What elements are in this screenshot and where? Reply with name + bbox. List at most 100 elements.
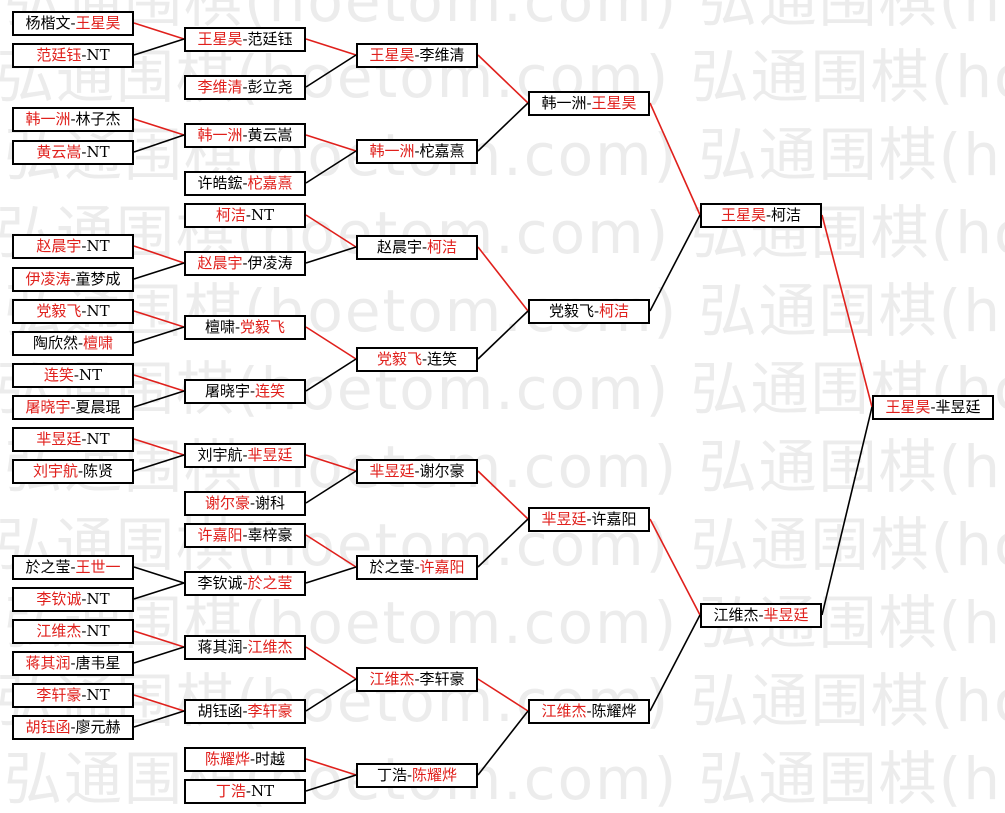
player-name: 夏晨琨 [75, 397, 121, 416]
match-box-r1: 韩一洲-林子杰 [12, 106, 134, 132]
match-box-r1: 於之莹-王世一 [12, 554, 134, 580]
player-name: 李钦诚 [197, 573, 243, 592]
bracket-connector [305, 566, 357, 584]
match-box-r4: 江维杰-陈耀烨 [528, 698, 650, 724]
match-box-r3: 赵晨宇-柯洁 [356, 234, 478, 260]
match-box-r5: 江维杰-芈昱廷 [700, 602, 822, 628]
player-name: 连笑 [255, 381, 286, 400]
separator: - [249, 493, 256, 512]
player-name: 王星昊 [369, 45, 415, 64]
match-box-r2: 李钦诚-於之莹 [184, 570, 306, 596]
bracket-connector [133, 566, 185, 584]
player-name: NT [86, 236, 110, 255]
player-name: NT [86, 685, 110, 704]
separator: - [245, 781, 251, 800]
player-name: 黄云嵩 [36, 142, 82, 161]
player-name: NT [86, 429, 110, 448]
player-name: 廖元赫 [75, 717, 121, 736]
match-box-r4: 芈昱廷-许嘉阳 [528, 506, 650, 532]
separator: - [249, 381, 256, 400]
separator: - [249, 749, 256, 768]
match-box-r1: 范廷钰-NT [12, 42, 134, 68]
player-name: 党毅飞 [376, 349, 422, 368]
separator: - [70, 717, 76, 736]
bracket-connector [305, 358, 357, 392]
player-name: 柁嘉熹 [247, 173, 293, 192]
match-box-r3: 於之莹-许嘉阳 [356, 554, 478, 580]
player-name: 王星昊 [720, 205, 766, 224]
bracket-connector [821, 406, 873, 616]
bracket-connector [305, 214, 357, 248]
match-box-r1: 江维杰-NT [12, 618, 134, 644]
player-name: 芈昱廷 [247, 445, 293, 464]
player-name: 党毅飞 [548, 301, 594, 320]
match-box-r6: 王星昊-芈昱廷 [872, 394, 994, 420]
separator: - [81, 589, 87, 608]
player-name: 李维清 [197, 77, 243, 96]
player-name: 韩一洲 [369, 141, 415, 160]
separator: - [586, 509, 592, 528]
player-name: 陈耀烨 [591, 701, 637, 720]
bracket-connector [133, 630, 185, 648]
separator: - [758, 605, 764, 624]
player-name: 蒋其润 [25, 653, 71, 672]
match-box-r1: 屠晓宇-夏晨琨 [12, 394, 134, 420]
player-name: 许嘉阳 [591, 509, 637, 528]
bracket-connector [133, 22, 185, 40]
match-box-r1: 党毅飞-NT [12, 298, 134, 324]
separator: - [70, 557, 76, 576]
bracket-connector [133, 390, 185, 408]
player-name: 李轩豪 [247, 701, 293, 720]
player-name: 黄云嵩 [247, 125, 293, 144]
player-name: 李轩豪 [36, 685, 82, 704]
bracket-connector [133, 694, 185, 712]
bracket-connector [477, 54, 529, 104]
player-name: 党毅飞 [36, 301, 82, 320]
player-name: 江维杰 [247, 637, 293, 656]
separator: - [414, 557, 420, 576]
player-name: 於之莹 [247, 573, 293, 592]
player-name: NT [250, 781, 275, 800]
separator: - [242, 77, 248, 96]
separator: - [242, 445, 248, 464]
player-name: 王星昊 [885, 397, 931, 416]
match-box-r2: 丁浩-NT [184, 778, 306, 804]
player-name: 柯洁 [215, 205, 246, 224]
bracket-connector [133, 310, 185, 328]
player-name: 陈耀烨 [204, 749, 250, 768]
player-name: 范廷钰 [247, 29, 293, 48]
match-box-r3: 王星昊-李维清 [356, 42, 478, 68]
player-name: 伊凌涛 [247, 253, 293, 272]
bracket-connector [305, 470, 357, 504]
match-box-r2: 李维清-彭立尧 [184, 74, 306, 100]
player-name: 芈昱廷 [935, 397, 981, 416]
separator: - [81, 301, 87, 320]
bracket-connector [649, 518, 701, 616]
player-name: 王星昊 [197, 29, 243, 48]
separator: - [242, 637, 248, 656]
player-name: 许嘉阳 [197, 525, 243, 544]
separator: - [586, 93, 592, 112]
separator: - [765, 205, 772, 224]
bracket-connector [305, 774, 357, 792]
separator: - [81, 621, 87, 640]
player-name: 屠晓宇 [25, 397, 71, 416]
player-name: 谢科 [255, 493, 286, 512]
bracket-connector [477, 246, 529, 312]
bracket-connector [477, 518, 529, 568]
match-box-r3: 党毅飞-连笑 [356, 346, 478, 372]
bracket-connector [305, 54, 357, 88]
player-name: 李轩豪 [419, 669, 465, 688]
match-box-r1: 杨楷文-王星昊 [12, 10, 134, 36]
separator: - [73, 365, 79, 384]
player-name: 王世一 [75, 557, 121, 576]
match-box-r1: 连笑-NT [12, 362, 134, 388]
separator: - [421, 349, 428, 368]
separator: - [70, 13, 76, 32]
player-name: 范廷钰 [36, 45, 82, 64]
separator: - [242, 29, 248, 48]
separator: - [242, 125, 248, 144]
player-name: 江维杰 [36, 621, 82, 640]
match-box-r1: 赵晨宇-NT [12, 233, 134, 259]
